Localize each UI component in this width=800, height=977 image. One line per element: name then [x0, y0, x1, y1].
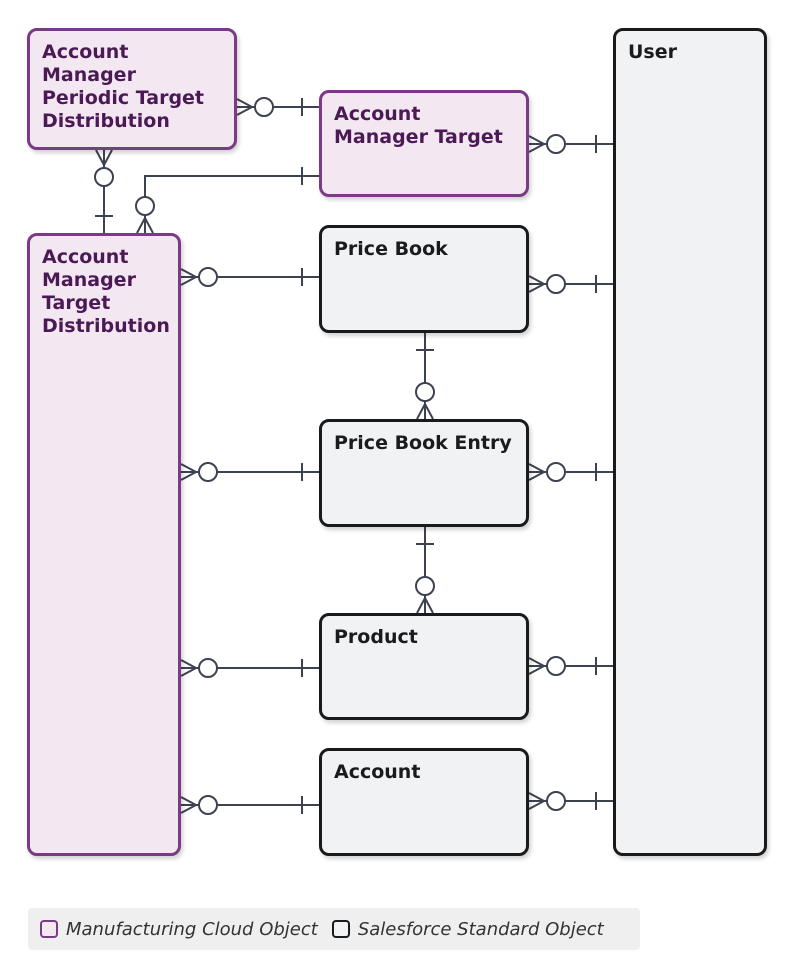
- zero-optional-marker: [546, 462, 566, 482]
- crows-foot-many-marker: [416, 595, 434, 614]
- crows-foot-many-marker: [236, 98, 255, 116]
- rel-pbe-to-pricebook: [415, 333, 435, 420]
- zero-optional-marker: [546, 134, 566, 154]
- zero-optional-marker: [415, 576, 435, 596]
- entity-account-manager-periodic-target-distribution[interactable]: Account Manager Periodic Target Distribu…: [27, 28, 237, 150]
- rel-ampt-to-amtd: [94, 149, 114, 233]
- rel-amtd-to-product: [180, 658, 319, 678]
- rel-account-to-user: [528, 791, 613, 811]
- rel-pricebook-to-user: [528, 274, 613, 294]
- crows-foot-many-marker: [136, 215, 154, 234]
- legend-swatch-standard: [331, 920, 350, 938]
- crows-foot-many-marker: [180, 796, 199, 814]
- entity-title-line: Manager: [42, 64, 136, 86]
- crows-foot-many-marker: [528, 135, 547, 153]
- rel-product-to-user: [528, 656, 613, 676]
- rel-amtd-to-amt: [135, 167, 319, 234]
- crows-foot-many-marker: [180, 268, 199, 286]
- legend-item-standard: Salesforce Standard Object: [331, 918, 604, 940]
- zero-optional-marker: [198, 267, 218, 287]
- rel-amtd-to-account: [180, 795, 319, 815]
- entity-account-manager-target[interactable]: Account Manager Target: [319, 90, 529, 197]
- crows-foot-many-marker: [180, 659, 199, 677]
- legend-swatch-manufacturing: [40, 920, 58, 938]
- entity-account-manager-target-distribution[interactable]: Account Manager Target Distribution: [27, 233, 181, 856]
- zero-optional-marker: [254, 97, 274, 117]
- entity-title-line: Account: [42, 41, 129, 63]
- zero-optional-marker: [198, 462, 218, 482]
- crows-foot-many-marker: [180, 463, 199, 481]
- entity-title-line: Price Book Entry: [334, 432, 512, 454]
- zero-optional-marker: [415, 382, 435, 402]
- entity-title-line: Account: [334, 103, 421, 125]
- entity-title-line: Target: [42, 292, 111, 314]
- entity-title-line: Manager Target: [334, 126, 503, 148]
- rel-pbe-to-user: [528, 462, 613, 482]
- rel-amt-to-user: [528, 134, 613, 154]
- entity-title-line: Price Book: [334, 238, 448, 260]
- crows-foot-many-marker: [528, 792, 547, 810]
- zero-optional-marker: [94, 167, 114, 187]
- legend-item-manufacturing: Manufacturing Cloud Object: [40, 919, 318, 940]
- zero-optional-marker: [198, 795, 218, 815]
- zero-optional-marker: [135, 196, 155, 216]
- entity-title-line: Periodic Target: [42, 87, 205, 109]
- entity-account[interactable]: Account: [319, 748, 529, 856]
- zero-optional-marker: [546, 274, 566, 294]
- zero-optional-marker: [198, 658, 218, 678]
- entity-product[interactable]: Product: [319, 613, 529, 720]
- legend: Manufacturing Cloud Object Salesforce St…: [28, 908, 640, 950]
- entity-title-line: User: [628, 41, 677, 63]
- entity-title-line: Distribution: [42, 315, 170, 337]
- entity-title-line: Manager: [42, 269, 136, 291]
- connector-line: [144, 175, 319, 233]
- entity-price-book-entry[interactable]: Price Book Entry: [319, 419, 529, 527]
- zero-optional-marker: [546, 791, 566, 811]
- zero-optional-marker: [546, 656, 566, 676]
- crows-foot-many-marker: [95, 149, 113, 168]
- entity-price-book[interactable]: Price Book: [319, 225, 529, 333]
- rel-ampt-to-amt: [236, 97, 319, 117]
- entity-title-line: Account: [334, 761, 421, 783]
- entity-user[interactable]: User: [613, 28, 767, 856]
- rel-amtd-to-pricebook: [180, 267, 319, 287]
- entity-title-line: Account: [42, 246, 129, 268]
- crows-foot-many-marker: [528, 275, 547, 293]
- entity-title-line: Product: [334, 626, 418, 648]
- crows-foot-many-marker: [416, 401, 434, 420]
- crows-foot-many-marker: [528, 463, 547, 481]
- entity-title-line: Distribution: [42, 110, 170, 132]
- legend-label-manufacturing: Manufacturing Cloud Object: [66, 918, 318, 940]
- legend-label-standard: Salesforce Standard Object: [357, 918, 604, 940]
- rel-pbe-to-product: [415, 527, 435, 614]
- rel-amtd-to-pbe: [180, 462, 319, 482]
- crows-foot-many-marker: [528, 657, 547, 675]
